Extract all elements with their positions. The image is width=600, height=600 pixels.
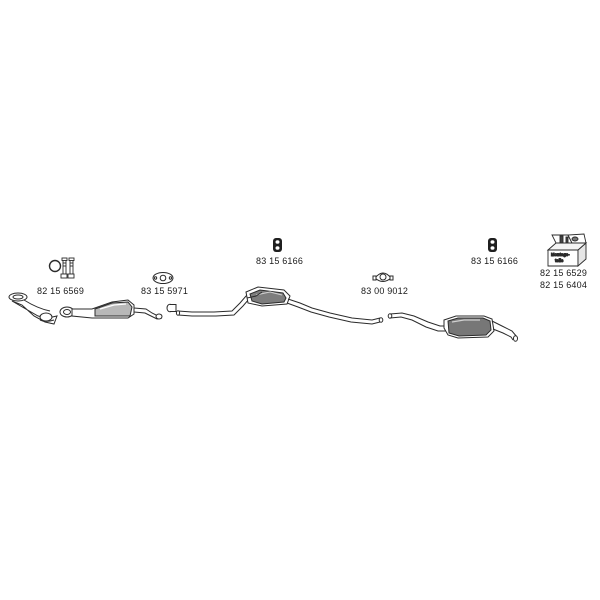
kit-box-label-line2: teile (555, 258, 564, 263)
flange-gasket-icon (152, 272, 174, 284)
catalytic-converter (59, 299, 163, 320)
pipe-clamp-icon (372, 272, 394, 282)
part-number-hanger-rear: 83 15 6166 (471, 256, 519, 266)
rear-pipe-with-silencer (387, 312, 518, 342)
rubber-hanger-icon (273, 238, 282, 252)
mounting-kit-box-icon: Montage- teile (546, 233, 588, 267)
part-number-mounting-kit-1: 82 15 6529 (540, 268, 588, 278)
part-number-bolts-kit: 82 15 6569 (37, 286, 85, 296)
bolts-icon (61, 257, 75, 275)
front-downpipe (8, 292, 58, 325)
part-number-mounting-kit-2: 82 15 6404 (540, 280, 588, 290)
rubber-hanger-icon (488, 238, 497, 252)
part-number-hanger-mid: 83 15 6166 (256, 256, 304, 266)
ring-gasket-icon (48, 259, 62, 273)
part-number-gasket-front: 83 15 5971 (141, 286, 189, 296)
kit-box-label-line1: Montage- (551, 252, 570, 257)
intermediate-connector (166, 303, 177, 313)
part-number-clamp: 83 00 9012 (361, 286, 409, 296)
middle-pipe-with-silencer (175, 286, 384, 325)
nuts-icon (60, 273, 75, 279)
